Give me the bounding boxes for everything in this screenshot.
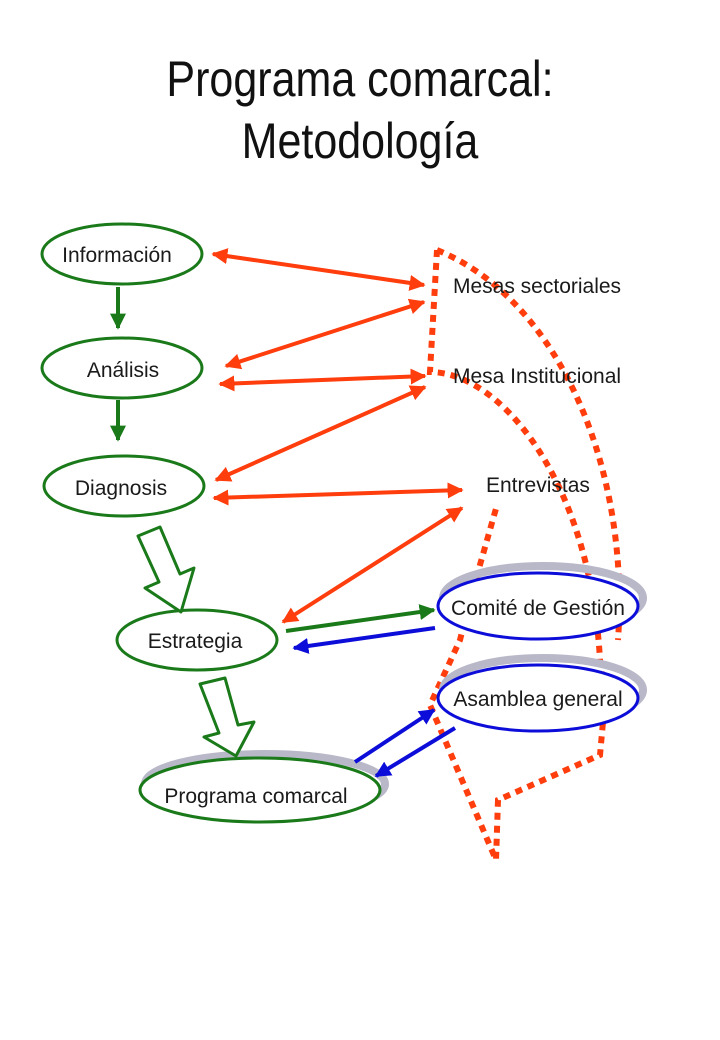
arrow-mesa-institucional-diagnosis bbox=[214, 385, 427, 482]
title-line-1: Programa comarcal: bbox=[166, 51, 554, 107]
node-asamblea bbox=[436, 663, 640, 733]
node-programa bbox=[138, 756, 382, 824]
node-informacion bbox=[40, 222, 204, 286]
participation-boundary-arc bbox=[435, 247, 623, 641]
block-arrow-estrategia-programa bbox=[198, 676, 256, 758]
label-entrevistas: Entrevistas bbox=[486, 474, 590, 497]
arrow-entrevistas-estrategia bbox=[281, 506, 464, 624]
label-mesas-sectoriales: Mesas sectoriales bbox=[453, 275, 621, 298]
node-programa-label: Programa comarcal bbox=[164, 785, 347, 808]
arrow-diagnosis-entrevistas bbox=[212, 482, 464, 506]
arrow-comite-estrategia bbox=[292, 626, 436, 654]
node-asamblea-label: Asamblea general bbox=[453, 688, 622, 711]
node-comite-label: Comité de Gestión bbox=[451, 597, 625, 620]
arrow-informacion-mesas bbox=[211, 248, 426, 291]
node-analisis-label: Análisis bbox=[87, 359, 159, 382]
title-line-2: Metodología bbox=[241, 113, 479, 169]
page-title: Programa comarcal: Metodología bbox=[50, 48, 669, 172]
arrow-analisis-mesa-institucional bbox=[218, 368, 427, 392]
node-diagnosis-label: Diagnosis bbox=[75, 477, 167, 500]
node-analisis bbox=[40, 336, 204, 400]
node-estrategia-label: Estrategia bbox=[148, 630, 243, 653]
participation-boundary-line bbox=[426, 249, 609, 862]
arrow-programa-asamblea bbox=[353, 708, 436, 764]
block-arrow-diagnosis-estrategia bbox=[136, 525, 196, 614]
label-mesa-institucional: Mesa Institucional bbox=[453, 365, 621, 388]
arrow-mesas-analisis bbox=[224, 298, 426, 370]
arrow-estrategia-comite bbox=[285, 604, 436, 633]
arrow-asamblea-programa bbox=[374, 726, 457, 778]
node-informacion-label: Información bbox=[62, 244, 172, 267]
node-estrategia bbox=[115, 608, 279, 672]
node-diagnosis bbox=[42, 454, 206, 518]
